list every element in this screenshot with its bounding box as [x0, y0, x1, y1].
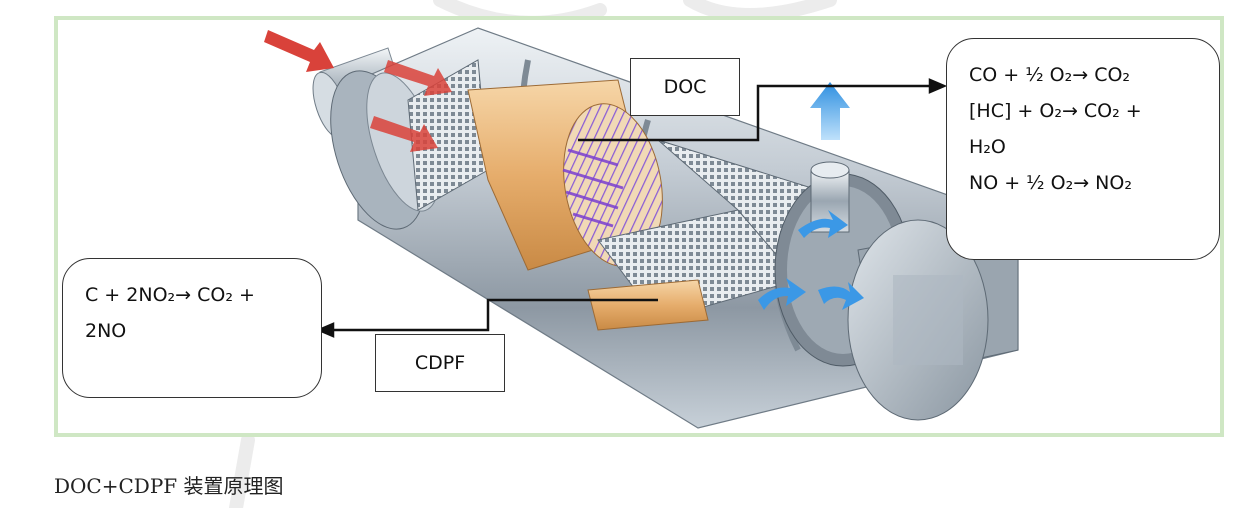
- cdpf-reaction-c: C + 2NO₂→ CO₂ +: [85, 284, 255, 306]
- exhaust-inflow-arrows: [264, 30, 452, 152]
- leader-lines: [315, 78, 948, 338]
- cdpf-label: CDPF: [375, 334, 505, 392]
- cdpf-reactions-box: C + 2NO₂→ CO₂ + 2NO: [62, 258, 322, 398]
- figure-caption: DOC+CDPF 装置原理图: [54, 474, 284, 498]
- doc-reaction-no: NO + ½ O₂→ NO₂: [969, 172, 1132, 194]
- diagram-frame: DOC CDPF CO + ½ O₂→ CO₂ [HC] + O₂→ CO₂ +…: [54, 16, 1224, 437]
- dpf-illustration: [264, 27, 1019, 429]
- cutaway-interior: [407, 59, 912, 367]
- doc-reactions-box: CO + ½ O₂→ CO₂ [HC] + O₂→ CO₂ + H₂O NO +…: [946, 38, 1220, 260]
- cdpf-reaction-c-cont: 2NO: [85, 320, 127, 342]
- end-cap: [847, 219, 1019, 421]
- doc-reaction-co: CO + ½ O₂→ CO₂: [969, 64, 1131, 86]
- doc-reaction-hc-cont: H₂O: [969, 136, 1006, 158]
- outflow-arrows: [758, 82, 864, 310]
- doc-reaction-hc: [HC] + O₂→ CO₂ +: [969, 100, 1142, 122]
- doc-flow-lines: [562, 148, 624, 228]
- doc-label: DOC: [630, 58, 740, 116]
